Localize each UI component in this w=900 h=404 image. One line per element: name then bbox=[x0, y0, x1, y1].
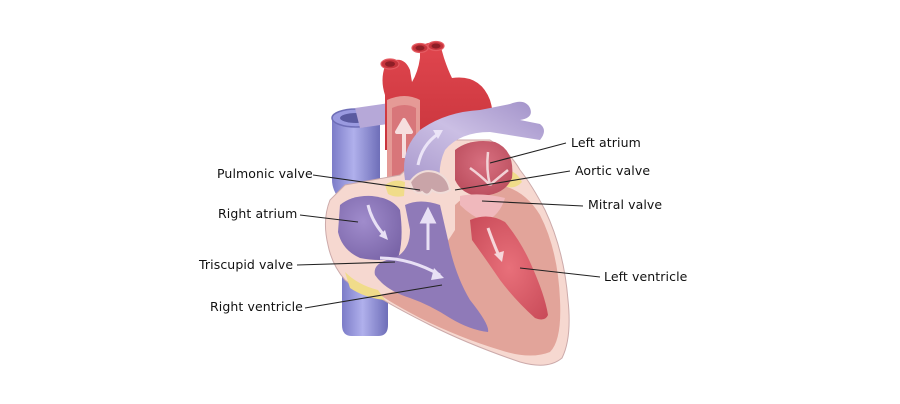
leader-mitral-valve bbox=[481, 200, 584, 207]
leader-right-atrium bbox=[299, 214, 359, 223]
label-triscupid-valve: Triscupid valve bbox=[199, 257, 294, 272]
label-right-ventricle: Right ventricle bbox=[210, 299, 303, 314]
label-aortic-valve: Aortic valve bbox=[575, 163, 651, 178]
label-right-atrium: Right atrium bbox=[218, 206, 298, 221]
left-ventricle-wall bbox=[380, 185, 561, 356]
flow-arrow-icon bbox=[494, 251, 504, 262]
leader-aortic-valve bbox=[454, 170, 571, 191]
flow-arrow-icon bbox=[379, 230, 388, 240]
pulmonary-artery bbox=[404, 101, 544, 182]
label-pulmonic-valve: Pulmonic valve bbox=[217, 166, 313, 181]
flow-arrow-icon bbox=[419, 206, 437, 250]
leader-pulmonic-valve bbox=[312, 174, 421, 191]
flow-arrow-icon bbox=[433, 130, 443, 139]
pulmonic-valve bbox=[408, 170, 452, 196]
leader-right-ventricle bbox=[304, 284, 443, 309]
leader-triscupid-valve bbox=[296, 261, 396, 266]
right-atrium bbox=[338, 195, 402, 260]
fat-deposit bbox=[345, 272, 385, 300]
leader-left-atrium bbox=[489, 142, 567, 164]
left-atrium bbox=[455, 141, 513, 196]
label-mitral-valve: Mitral valve bbox=[588, 197, 663, 212]
left-ventricle bbox=[470, 216, 548, 320]
right-ventricle bbox=[374, 201, 489, 332]
label-left-ventricle: Left ventricle bbox=[604, 269, 688, 284]
label-left-atrium: Left atrium bbox=[571, 135, 641, 150]
flow-arrow-icon bbox=[431, 268, 444, 280]
leader-left-ventricle bbox=[519, 267, 601, 278]
flow-arrow-icon bbox=[416, 132, 439, 166]
leader-lines bbox=[296, 142, 601, 309]
fat-deposit bbox=[385, 180, 405, 197]
